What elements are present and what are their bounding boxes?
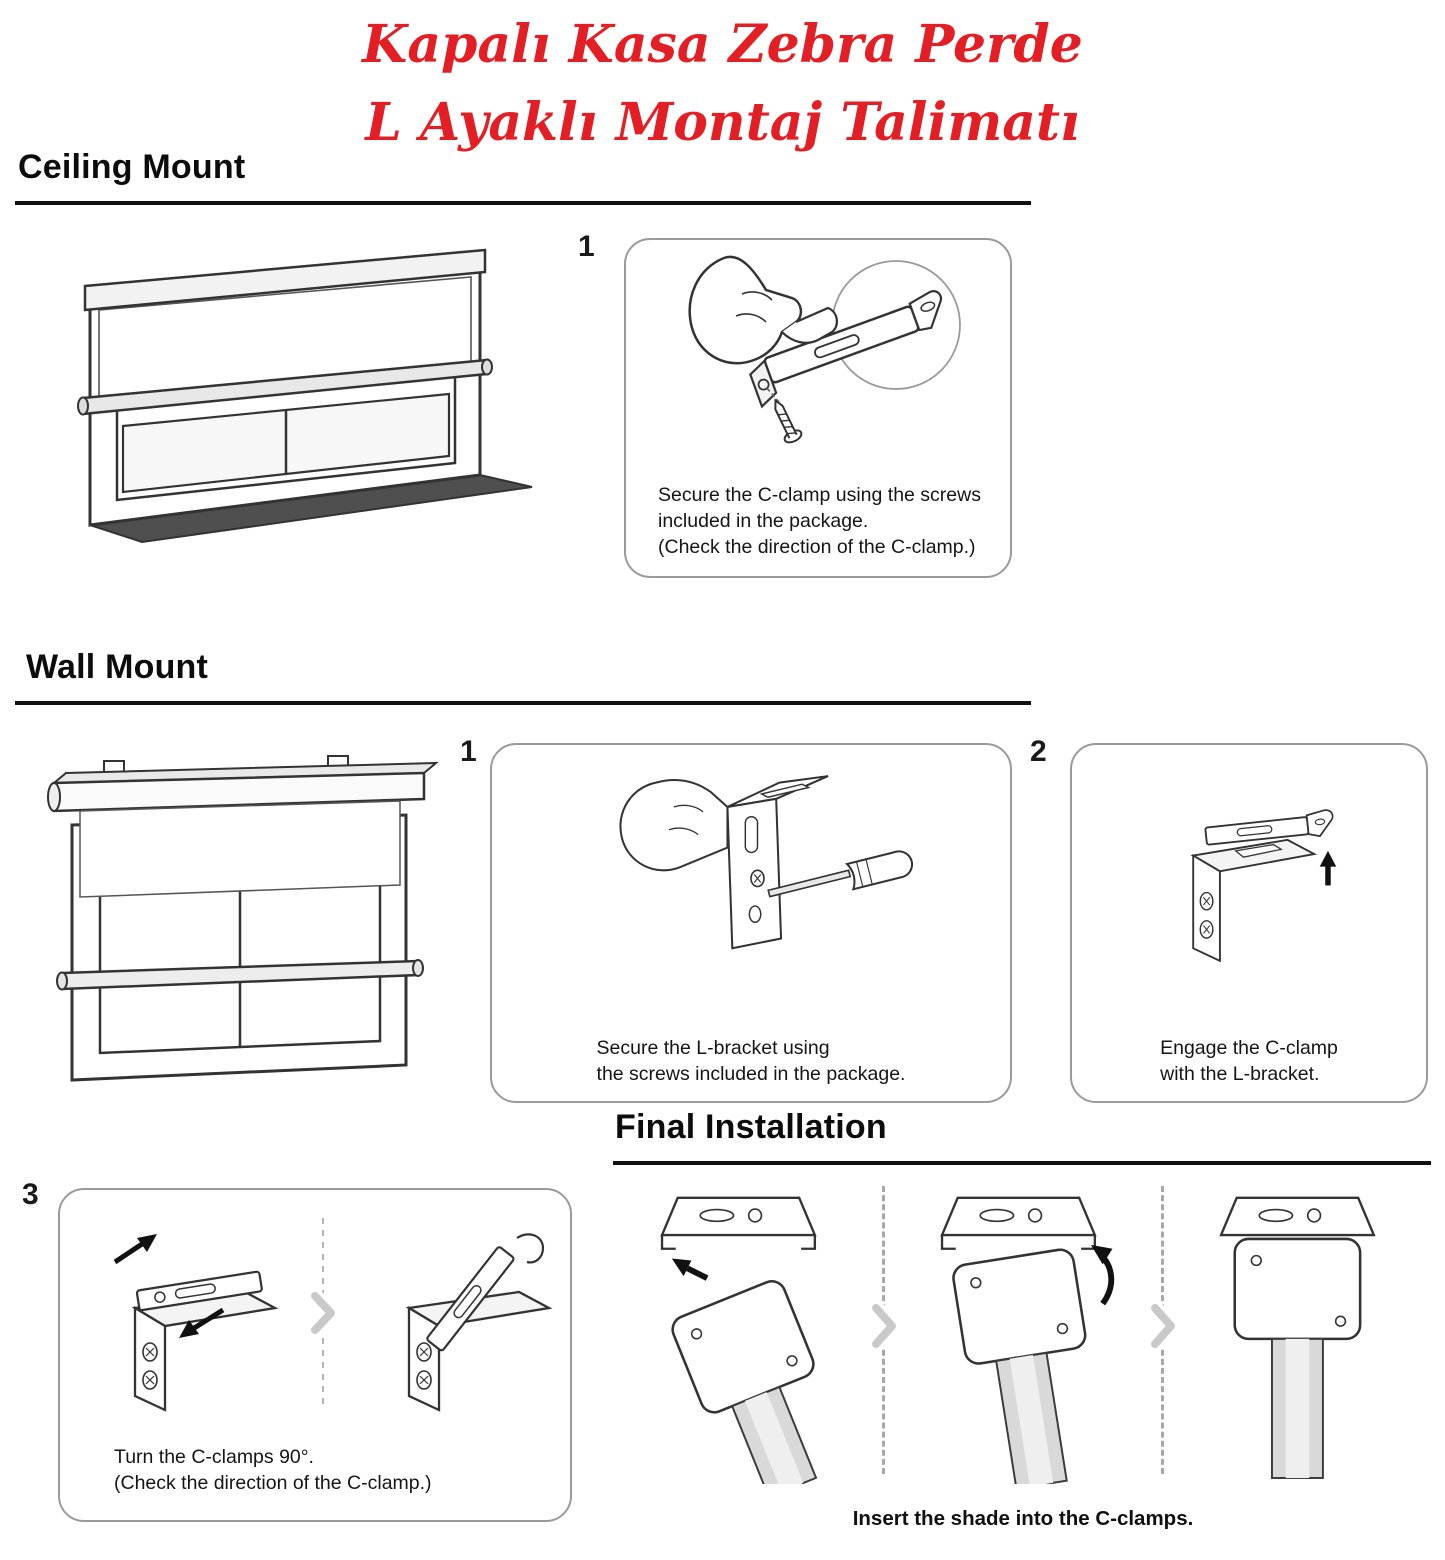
chevron-right-icon: [1151, 1304, 1178, 1348]
shade-insert-panel-1: [615, 1182, 872, 1484]
l-bracket-screw-illustration: [619, 775, 914, 950]
section-rule: [613, 1161, 1431, 1165]
step-box-wall-3: Turn the C-clamps 90°. (Check the direct…: [58, 1188, 572, 1522]
step-caption: Engage the C-clamp with the L-bracket.: [1160, 1036, 1338, 1085]
step-number: 1: [460, 735, 477, 768]
wall-window-illustration: [47, 755, 439, 1082]
step-caption: Secure the C-clamp using the screws incl…: [658, 484, 981, 559]
step-box-wall-2: Engage the C-clamp with the L-bracket.: [1070, 743, 1428, 1103]
final-installation-panels: [615, 1182, 1431, 1500]
panel-divider: [1151, 1186, 1178, 1474]
shade-insert-panel-3: [1174, 1182, 1431, 1484]
final-caption: Insert the shade into the C-clamps.: [852, 1507, 1194, 1530]
step-caption: Turn the C-clamps 90°. (Check the direct…: [114, 1446, 432, 1495]
ceiling-window-illustration: [77, 248, 533, 544]
document-title-line1: Kapalı Kasa Zebra Perde: [362, 14, 1083, 75]
document-title-line2: L Ayaklı Montaj Talimatı: [365, 92, 1080, 153]
chevron-right-icon: [871, 1304, 898, 1348]
shade-insert-step1-illustration: [660, 1196, 818, 1484]
step-box-ceiling-1: Secure the C-clamp using the screws incl…: [624, 238, 1012, 578]
step-number: 3: [22, 1178, 39, 1211]
c-clamp-engage-illustration: [1190, 809, 1337, 963]
shade-insert-step2-illustration: [939, 1196, 1114, 1484]
shade-insert-panel-2: [895, 1182, 1152, 1484]
shade-insert-step3-illustration: [1219, 1196, 1376, 1479]
step-box-wall-1: Secure the L-bracket using the screws in…: [490, 743, 1012, 1103]
section-rule: [15, 701, 1031, 705]
c-clamp-rotate-illustration: [113, 1218, 553, 1412]
wall-mount-heading: Wall Mount: [26, 648, 209, 686]
step-number: 2: [1030, 735, 1047, 768]
ceiling-mount-heading: Ceiling Mount: [18, 148, 246, 186]
step-caption: Secure the L-bracket using the screws in…: [596, 1036, 906, 1085]
section-rule: [15, 201, 1031, 205]
final-installation-heading: Final Installation: [615, 1108, 887, 1146]
step-number: 1: [578, 230, 595, 263]
panel-divider: [871, 1186, 898, 1474]
c-clamp-screw-illustration: [688, 255, 961, 444]
